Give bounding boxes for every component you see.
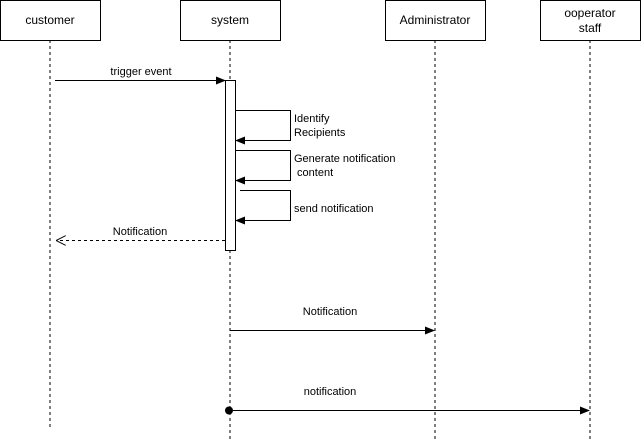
message-send-notification-label: send notification [294, 203, 374, 215]
message-admin-notification-label: Notification [303, 306, 357, 318]
participant-operator-label-line1: ooperator [564, 6, 615, 20]
message-generate-label-line1: Generate notification [294, 153, 396, 165]
participant-customer[interactable]: customer [0, 0, 101, 41]
participant-system[interactable]: system [180, 0, 281, 41]
message-return-notification-label: Notification [113, 226, 167, 238]
participant-operator-label-line2: staff [579, 21, 602, 35]
message-generate-label-line2: content [294, 167, 333, 179]
message-generate-content-arrow [235, 150, 291, 185]
participant-administrator-label: Administrator [400, 13, 471, 27]
system-activation-bar [225, 80, 236, 251]
found-message-start-dot [225, 406, 233, 415]
message-identify-label-line2: Recipients [294, 127, 346, 139]
message-identify-recipients-arrow [235, 110, 291, 145]
message-operator-notification-label: notification [304, 386, 357, 398]
participant-system-label: system [211, 13, 249, 27]
participant-administrator[interactable]: Administrator [385, 0, 486, 41]
message-send-notification-arrow [235, 190, 291, 225]
message-trigger-event-label: trigger event [110, 66, 171, 78]
participant-operator-staff[interactable]: ooperator staff [540, 0, 641, 41]
message-identify-label-line1: Identify [294, 113, 330, 125]
participant-customer-label: customer [25, 13, 74, 27]
